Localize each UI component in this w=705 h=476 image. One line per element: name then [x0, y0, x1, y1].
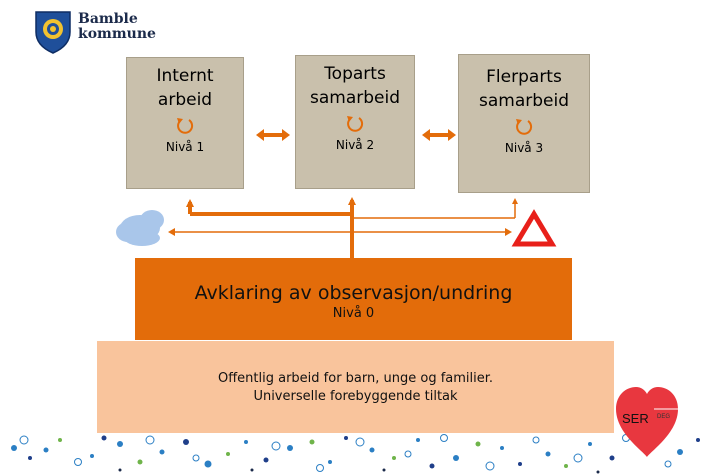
level-title-line-1: Flerparts: [486, 67, 562, 87]
brand-line-2: kommune: [78, 26, 156, 42]
brand-name: Bamble kommune: [78, 12, 156, 42]
warning-triangle-icon: [511, 209, 557, 247]
cloud-icon: [116, 210, 164, 246]
ser-logo-text: SER: [622, 411, 649, 426]
observation-level: Nivå 0: [332, 306, 375, 321]
observation-title: Avklaring av observasjon/undring: [194, 282, 513, 304]
foundation-block: Offentlig arbeid for barn, unge og famil…: [97, 341, 614, 433]
foundation-line-1: Offentlig arbeid for barn, unge og famil…: [217, 371, 494, 386]
level-title-line-2: samarbeid: [478, 91, 569, 111]
brand-line-1: Bamble: [78, 11, 138, 27]
coat-of-arms-icon: [35, 11, 71, 54]
observation-block: Avklaring av observasjon/undring Nivå 0: [135, 258, 572, 340]
level-label: Nivå 2: [335, 138, 375, 152]
level-title-line-2: samarbeid: [309, 88, 400, 108]
horizontal-double-arrow: [168, 228, 512, 236]
cycle-icon: [347, 116, 364, 132]
heart-icon: [616, 387, 680, 457]
cycle-icon: [177, 118, 194, 134]
level-title-line-1: Internt: [156, 66, 214, 86]
ser-logo-small-text: DEG: [657, 414, 671, 420]
decorative-dots: [11, 434, 700, 474]
level-box-internal-work: Internt arbeid Nivå 1: [126, 57, 244, 189]
level-label: Nivå 1: [165, 140, 205, 154]
double-arrow-2-3: [422, 129, 456, 141]
foundation-line-2: Universelle forebyggende tiltak: [253, 389, 458, 404]
level-title-line-2: arbeid: [157, 90, 213, 110]
level-label: Nivå 3: [504, 141, 544, 155]
cycle-icon: [516, 119, 533, 135]
level-box-two-party: Toparts samarbeid Nivå 2: [295, 55, 415, 189]
escalation-arrows: [186, 197, 518, 258]
double-arrow-1-2: [256, 129, 290, 141]
level-title-line-1: Toparts: [324, 64, 386, 84]
level-box-multi-party: Flerparts samarbeid Nivå 3: [458, 54, 590, 193]
